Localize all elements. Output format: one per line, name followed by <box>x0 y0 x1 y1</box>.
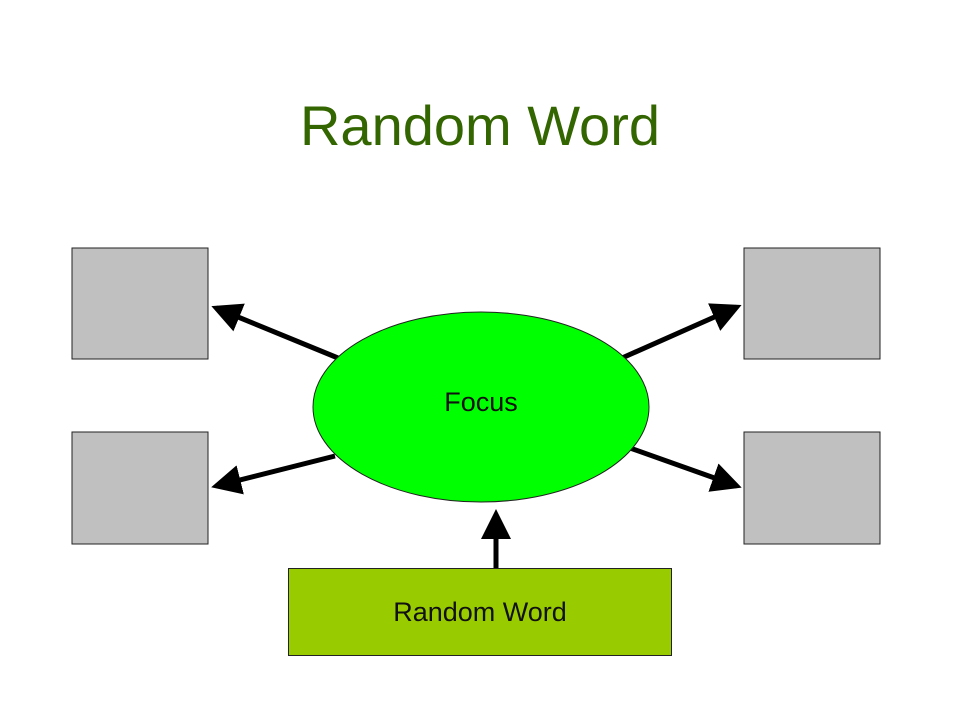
focus-label: Focus <box>444 387 518 417</box>
arrow-to-top-left <box>211 303 339 361</box>
arrow-to-bottom-right <box>629 445 742 492</box>
idea-box-top-right <box>743 247 881 360</box>
idea-box-bottom-right <box>743 431 881 545</box>
arrow-to-top-right <box>620 303 742 361</box>
slide-title: Random Word <box>299 94 660 157</box>
idea-box-bottom-left <box>71 431 209 545</box>
idea-box-top-left <box>71 247 209 360</box>
random-word-label: Random Word <box>393 596 567 627</box>
random-word-box: Random Word <box>288 568 672 656</box>
focus-ellipse <box>312 311 650 503</box>
arrow-to-bottom-left <box>211 453 336 495</box>
